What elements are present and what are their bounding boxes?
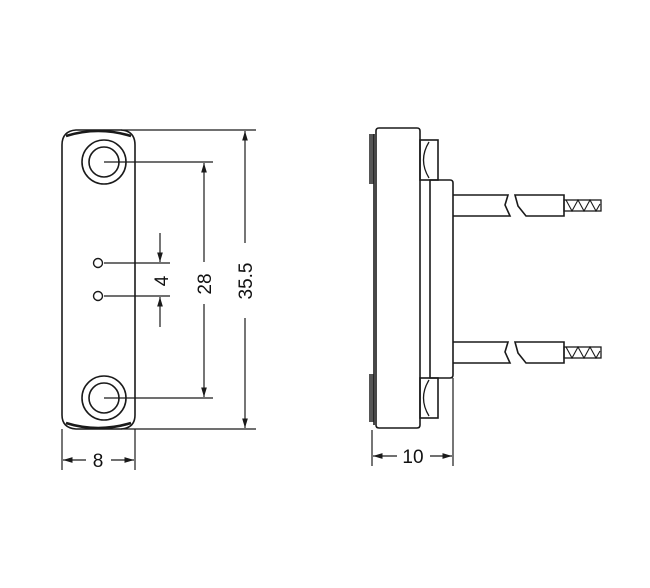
dim-label-4: 4 [152, 275, 173, 286]
side-face-shade-bottom [369, 374, 374, 422]
wire-bottom [453, 341, 602, 364]
side-housing [429, 179, 454, 379]
dim-label-28: 28 [195, 273, 216, 294]
wire-top [453, 194, 602, 217]
dim-label-10: 10 [402, 447, 423, 468]
dim-label-8: 8 [93, 451, 104, 472]
contact-dot-top [92, 257, 104, 269]
front-view [61, 129, 256, 470]
front-bottom-edge [65, 421, 132, 430]
side-top-step [419, 139, 439, 181]
side-bottom-step [419, 377, 439, 419]
contact-dot-bottom [92, 290, 104, 302]
side-main-plate [375, 127, 421, 429]
front-body-outline [61, 129, 136, 430]
side-face-shade-top [369, 134, 374, 184]
front-top-edge [65, 129, 132, 138]
side-view [369, 127, 602, 466]
dim-label-35-5: 35.5 [236, 263, 257, 300]
